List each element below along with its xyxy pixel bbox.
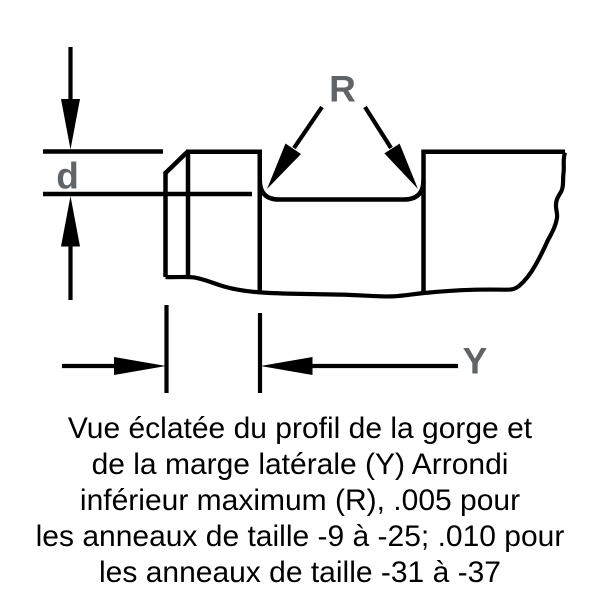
caption-line-5: les anneaux de taille -31 à -37 — [99, 556, 501, 589]
caption-line-4: les anneaux de taille -9 à -25; .010 pou… — [35, 520, 565, 553]
diagram-arrowheads — [61, 99, 418, 375]
ring-chamfer-edge — [163, 150, 190, 175]
groove-profile-diagram: d R Y — [43, 47, 568, 393]
label-side-margin: Y — [463, 341, 488, 382]
break-edge-bottom — [165, 274, 509, 299]
diagram-lines — [43, 47, 568, 393]
y-arrowhead-right-icon — [260, 357, 313, 375]
r-arrowhead-left-icon — [267, 143, 301, 189]
caption-line-1: Vue éclatée du profil de la gorge et — [67, 412, 533, 445]
d-arrowhead-up-icon — [61, 196, 80, 247]
label-groove-depth: d — [56, 156, 79, 197]
y-arrowhead-left-icon — [114, 357, 166, 375]
d-arrowhead-down-icon — [61, 99, 80, 150]
caption-line-2: de la marge latérale (Y) Arrondi — [91, 448, 509, 481]
groove-right-wall-and-top-face — [421, 149, 565, 293]
figure-caption: Vue éclatée du profil de la gorge et de … — [0, 411, 600, 591]
caption-line-3: inférieur maximum (R), .005 pour — [79, 484, 521, 517]
r-leader-left-shaft — [292, 105, 324, 150]
ring-top-and-right-edge — [186, 149, 262, 291]
r-arrowhead-right-icon — [384, 143, 418, 189]
groove-bottom-with-radii — [257, 179, 426, 202]
break-edge-right — [507, 151, 568, 292]
r-leader-right-shaft — [363, 105, 393, 150]
label-bottom-radius: R — [329, 69, 356, 110]
